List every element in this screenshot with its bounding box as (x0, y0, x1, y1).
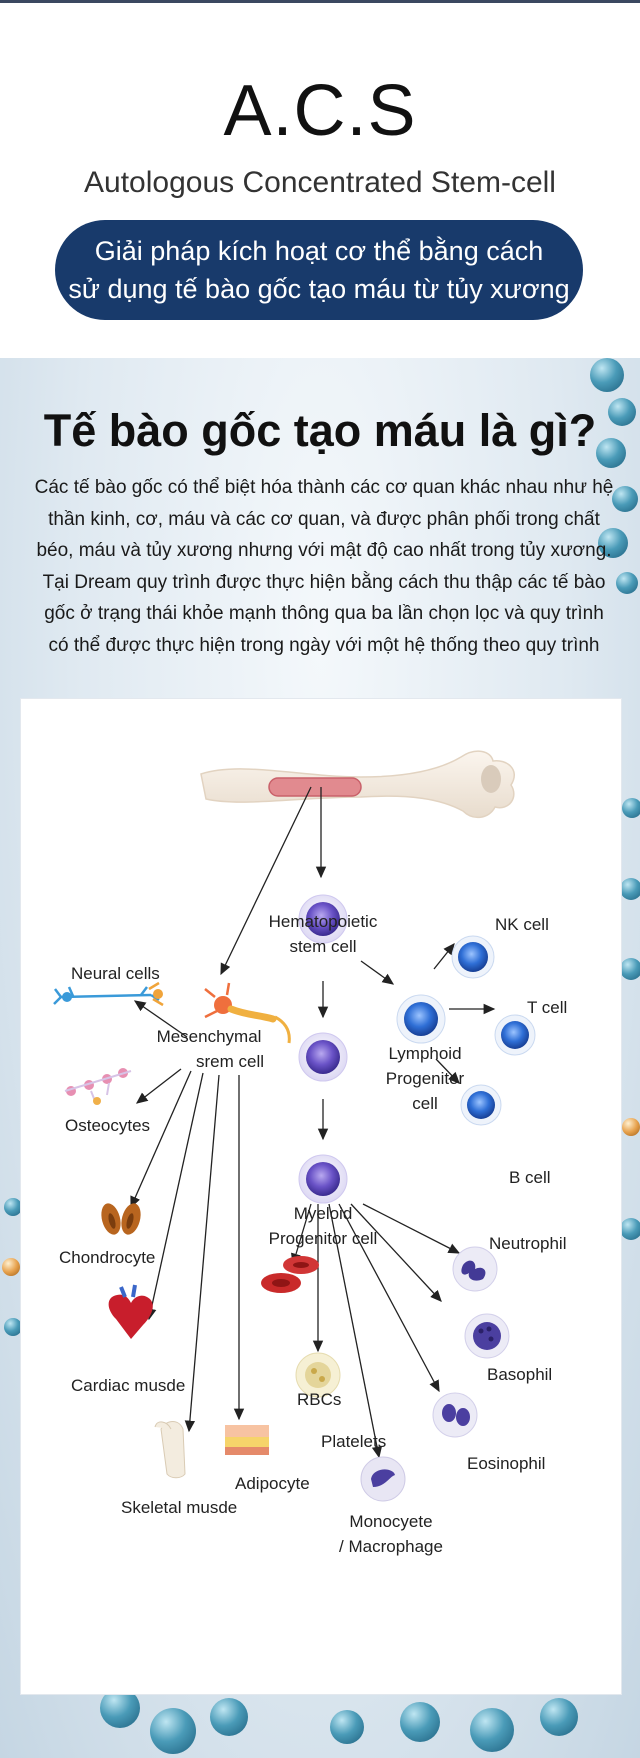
dna-bead (598, 528, 628, 558)
heart-icon (108, 1284, 153, 1339)
label-nk: NK cell (495, 915, 549, 934)
dna-bead (620, 958, 640, 980)
label-monocyte: Monocyete / Macrophage (321, 1509, 461, 1559)
osteocytes-icon (64, 1068, 132, 1105)
label-msc-line: Mesenchymal (156, 1027, 262, 1046)
platelet-icon (295, 1352, 341, 1398)
dna-bead (590, 358, 624, 392)
brand-subtitle: Autologous Concentrated Stem-cell (84, 166, 556, 199)
dna-bead (470, 1708, 514, 1752)
tagline-pill: Giải pháp kích hoạt cơ thể bằng cách sử … (55, 220, 583, 320)
nk-cell-icon (451, 935, 495, 979)
label-chondrocyte: Chondrocyte (59, 1248, 156, 1267)
adipocyte-icon (225, 1425, 269, 1455)
dna-bead (540, 1698, 578, 1736)
dna-bead (620, 878, 640, 900)
intro-line: gốc ở trạng thái khỏe mạnh thông qua ba … (44, 603, 604, 624)
rbc-icon (261, 1256, 319, 1293)
label-myeloid-line: Progenitor cell (268, 1229, 378, 1248)
skeletal-muscle-icon (154, 1421, 186, 1479)
label-monocyte-line: Monocyete (349, 1512, 433, 1531)
diagram-arrows (130, 786, 496, 1459)
mesenchymal-cell-icon (204, 982, 291, 1044)
tagline-line-2: sử dụng tế bào gốc tạo máu từ tủy xương (68, 274, 570, 304)
dna-bead (4, 1318, 22, 1336)
intro-line: có thể được thực hiện trong ngày với một… (48, 634, 600, 656)
label-lymphoid-line: Progenitor (385, 1069, 465, 1088)
stem-cell-diagram: Hematopoietic stem cell Mesenchymal srem… (20, 698, 622, 1695)
label-hsc: Hematopoietic stem cell (253, 909, 393, 959)
b-cell-icon (460, 1084, 502, 1126)
dna-bead (150, 1708, 196, 1754)
label-rbcs: RBCs (297, 1390, 342, 1409)
label-t: T cell (527, 998, 568, 1017)
label-myeloid-line: Myeloid (293, 1204, 353, 1223)
neutrophil-icon (452, 1246, 498, 1292)
brand-title: A.C.S (223, 71, 417, 151)
dna-bead (612, 486, 638, 512)
label-lymphoid: Lymphoid Progenitor cell (375, 1041, 475, 1116)
label-neutrophil: Neutrophil (489, 1234, 567, 1253)
dna-bead (210, 1698, 248, 1736)
label-msc: Mesenchymal srem cell (149, 1024, 269, 1074)
t-cell-icon (494, 1014, 536, 1056)
label-adipocyte: Adipocyte (235, 1474, 310, 1493)
section-title: Tế bào gốc tạo máu là gì? (43, 405, 597, 456)
eosinophil-icon (432, 1392, 478, 1438)
label-skeletal: Skeletal musde (121, 1498, 238, 1517)
intro-line: thần kinh, cơ, máu và các cơ quan, và đư… (48, 508, 600, 530)
tagline-line-1: Giải pháp kích hoạt cơ thể bằng cách (94, 236, 544, 266)
dna-bead (608, 398, 636, 426)
neural-cell-icon (53, 981, 164, 1007)
dna-bead (596, 438, 626, 468)
myeloid-cell-icon (298, 1154, 348, 1204)
intermediate-cell-icon (298, 1032, 348, 1082)
top-border (0, 0, 640, 3)
label-cardiac: Cardiac musde (71, 1376, 186, 1395)
label-neural: Neural cells (71, 964, 160, 983)
label-platelets: Platelets (321, 1432, 387, 1451)
intro-paragraph: Các tế bào gốc có thể biệt hóa thành các… (24, 472, 624, 661)
label-lymphoid-line: cell (412, 1094, 438, 1113)
label-b: B cell (509, 1168, 551, 1187)
label-monocyte-line: / Macrophage (339, 1537, 443, 1556)
dna-bead (620, 1218, 640, 1240)
label-basophil: Basophil (487, 1365, 553, 1384)
basophil-icon (464, 1313, 510, 1359)
intro-line: Tại Dream quy trình được thực hiện bằng … (42, 571, 606, 593)
label-lymphoid-line: Lymphoid (388, 1044, 462, 1063)
label-eosinophil: Eosinophil (467, 1454, 546, 1473)
bone-icon (200, 750, 515, 819)
intro-line: béo, máu và tủy xương nhưng với mật độ c… (36, 540, 612, 561)
label-hsc-line: stem cell (289, 937, 357, 956)
dna-bead (330, 1710, 364, 1744)
label-myeloid: Myeloid Progenitor cell (257, 1201, 389, 1251)
hsc-cell-icon (298, 894, 348, 944)
label-hsc-line: Hematopoietic (268, 912, 378, 931)
chondrocyte-icon (101, 1203, 141, 1235)
dna-bead (400, 1702, 440, 1742)
dna-bead (622, 798, 640, 818)
intro-line: Các tế bào gốc có thể biệt hóa thành các… (34, 477, 614, 498)
label-osteocytes: Osteocytes (65, 1116, 151, 1135)
diagram-graphics (53, 750, 536, 1502)
dna-bead (4, 1198, 22, 1216)
label-msc-line: srem cell (195, 1052, 264, 1071)
lymphoid-cell-icon (396, 994, 446, 1044)
dna-bead (622, 1118, 640, 1136)
dna-bead (616, 572, 638, 594)
monocyte-icon (360, 1456, 406, 1502)
dna-bead (2, 1258, 20, 1276)
